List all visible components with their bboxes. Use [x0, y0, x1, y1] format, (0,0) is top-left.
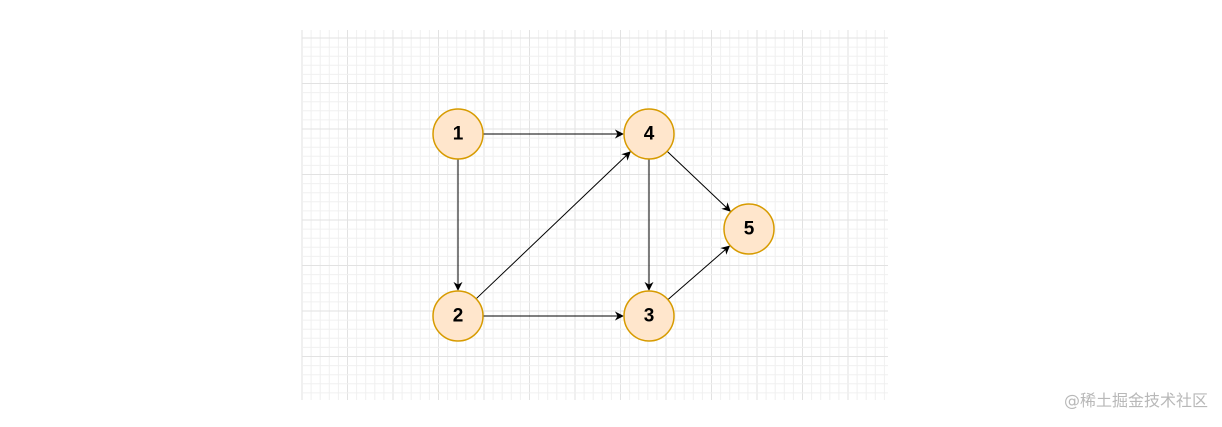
edge-layer [453, 129, 731, 321]
node-label: 3 [644, 306, 655, 327]
node-circle [723, 203, 775, 255]
node-label: 4 [644, 124, 655, 145]
edge-2-to-4 [475, 151, 631, 300]
edge-4-to-5 [666, 150, 731, 212]
node-circle [623, 290, 675, 342]
node-circle [432, 108, 484, 160]
node-3: 3 [623, 290, 675, 342]
node-label: 1 [453, 124, 464, 145]
node-5: 5 [723, 203, 775, 255]
watermark-text: @稀土掘金技术社区 [1063, 391, 1208, 410]
background-grid [301, 30, 888, 400]
node-label: 2 [453, 306, 464, 327]
node-4: 4 [623, 108, 675, 160]
node-2: 2 [432, 290, 484, 342]
node-circle [623, 108, 675, 160]
node-circle [432, 290, 484, 342]
node-layer: 1 2 3 4 5 [432, 108, 775, 342]
node-1: 1 [432, 108, 484, 160]
edge-3-to-5 [667, 245, 731, 300]
node-label: 5 [744, 219, 755, 240]
